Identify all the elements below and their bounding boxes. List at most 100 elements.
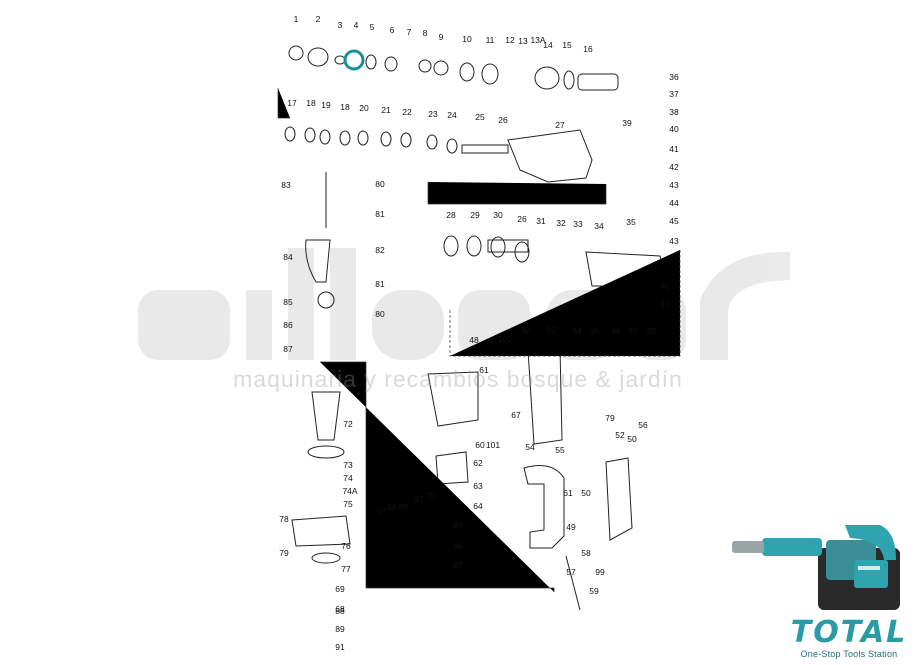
part-label-67: 67 [453, 560, 463, 570]
part-label-50: 50 [627, 434, 637, 444]
part-label-4: 4 [354, 20, 359, 30]
part-shape [523, 465, 565, 549]
part-shape [487, 239, 529, 253]
part-label-37: 37 [669, 89, 679, 99]
part-label-17: 17 [287, 98, 297, 108]
part-label-91: 91 [335, 642, 345, 652]
bracket-line [427, 182, 607, 205]
part-shape [534, 66, 560, 90]
part-label-1: 1 [294, 14, 299, 24]
part-label-3: 3 [338, 20, 343, 30]
part-shape [307, 445, 345, 459]
millasur-watermark-logo [138, 248, 790, 360]
part-label-85: 85 [283, 297, 293, 307]
part-label-13: 13 [518, 36, 528, 46]
part-shape [311, 552, 341, 564]
part-label-87: 87 [283, 344, 293, 354]
part-label-45: 45 [669, 216, 679, 226]
part-label-47: 47 [660, 300, 670, 310]
part-label-54: 54 [525, 442, 535, 452]
part-shape [311, 391, 341, 441]
part-shape [605, 457, 633, 541]
part-label-9: 9 [439, 32, 444, 42]
part-label-2: 2 [316, 14, 321, 24]
part-label-12: 12 [505, 35, 515, 45]
part-label-32: 32 [556, 218, 566, 228]
part-label-80: 80 [375, 309, 385, 319]
part-label-69: 69 [335, 584, 345, 594]
part-label-67: 67 [377, 506, 387, 516]
part-label-55: 55 [555, 445, 565, 455]
part-label-77: 77 [341, 564, 351, 574]
part-label-50: 50 [581, 488, 591, 498]
part-shape [380, 131, 392, 147]
part-label-59: 59 [589, 586, 599, 596]
part-label-33: 33 [573, 219, 583, 229]
part-shape [481, 63, 499, 85]
watermark-tagline: maquinaria y recambios bosque & jardín [233, 366, 683, 392]
part-label-65: 65 [453, 520, 463, 530]
part-shape [565, 555, 581, 611]
part-label-86: 86 [283, 320, 293, 330]
highlighted-ring [343, 49, 365, 71]
part-shape [365, 54, 377, 70]
part-label-19: 19 [321, 100, 331, 110]
part-shape [305, 239, 331, 283]
part-label-13A: 13A [530, 35, 545, 45]
bracket-line [320, 361, 555, 592]
part-label-98: 98 [646, 326, 656, 336]
part-label-88: 88 [335, 606, 345, 616]
part-label-30: 30 [493, 210, 503, 220]
part-shape [461, 144, 509, 154]
part-shape [466, 235, 482, 257]
part-label-81: 81 [375, 279, 385, 289]
part-label-63: 63 [473, 481, 483, 491]
part-label-79: 79 [279, 548, 289, 558]
part-shape [317, 291, 335, 309]
part-shape [384, 56, 398, 72]
part-label-96: 96 [611, 326, 621, 336]
part-shape [427, 371, 479, 427]
part-label-102: 102 [498, 334, 512, 344]
part-label-7: 7 [407, 27, 412, 37]
part-label-11: 11 [486, 35, 495, 45]
part-label-15: 15 [562, 40, 572, 50]
part-shape [577, 73, 619, 91]
part-label-38: 38 [669, 107, 679, 117]
bracket-line [449, 250, 681, 357]
part-shape [527, 347, 563, 445]
part-shape [433, 60, 449, 76]
part-shape [339, 130, 351, 146]
part-shape [490, 236, 506, 258]
part-label-72: 72 [343, 419, 353, 429]
brand-name: TOTAL [790, 615, 908, 650]
brand-tagline: One-Stop Tools Station [800, 649, 898, 659]
part-label-60: 60 [475, 440, 485, 450]
part-label-52: 52 [615, 430, 625, 440]
part-label-79: 79 [605, 413, 615, 423]
part-label-80: 80 [375, 179, 385, 189]
part-label-69: 69 [398, 502, 408, 512]
bracket-line [277, 88, 290, 119]
part-label-74: 74 [343, 473, 353, 483]
part-label-61: 61 [479, 365, 489, 375]
part-label-39: 39 [622, 118, 632, 128]
part-label-49: 49 [566, 522, 576, 532]
part-label-61: 61 [563, 488, 573, 498]
part-label-20: 20 [359, 103, 369, 113]
part-label-73: 73 [343, 460, 353, 470]
part-label-26: 26 [498, 115, 508, 125]
part-label-22: 22 [402, 107, 412, 117]
part-label-89: 89 [335, 624, 345, 634]
part-label-29: 29 [470, 210, 480, 220]
part-shape [563, 70, 575, 90]
part-label-75: 75 [343, 499, 353, 509]
demolition-hammer-photo [732, 525, 900, 610]
part-label-14: 14 [543, 40, 553, 50]
part-label-66: 66 [453, 541, 463, 551]
part-label-82: 82 [375, 245, 385, 255]
part-shape [446, 138, 458, 154]
part-label-94: 94 [572, 326, 582, 336]
part-label-81: 81 [375, 209, 385, 219]
